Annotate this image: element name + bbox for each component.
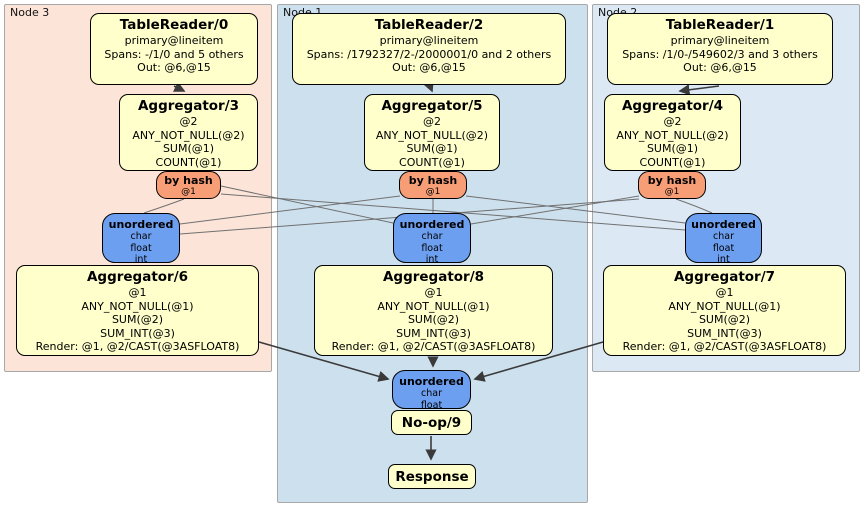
processor-detail: COUNT(@1)	[639, 155, 706, 169]
processor-title: TableReader/2	[374, 17, 484, 33]
processor-detail: @2	[179, 115, 198, 128]
processor-detail: SUM(@1)	[406, 142, 458, 155]
router-by-hash-node1: by hash @1	[399, 171, 467, 199]
router-title: by hash	[647, 174, 697, 187]
sync-title: unordered	[691, 218, 756, 231]
sync-unordered-node1: unordered char float int	[393, 213, 471, 265]
router-detail: @1	[181, 187, 196, 197]
sync-unordered-node2: unordered char float int	[685, 213, 762, 265]
processor-detail: Render: @1, @2/CAST(@3ASFLOAT8)	[35, 340, 240, 353]
processor-title: Aggregator/3	[137, 98, 240, 114]
router-detail: @1	[664, 187, 680, 197]
router-by-hash-node3: by hash @1	[156, 171, 221, 199]
processor-detail: COUNT(@1)	[155, 155, 222, 169]
response-node: Response	[388, 464, 476, 489]
processor-detail: @1	[715, 286, 734, 299]
processor-detail: Spans: -/1/0 and 5 others	[104, 47, 244, 61]
sync-type: char	[130, 231, 152, 242]
processor-detail: SUM(@1)	[162, 142, 215, 155]
processor-detail: ANY_NOT_NULL(@2)	[616, 128, 729, 142]
sync-unordered-final: unordered char float	[392, 370, 471, 411]
processor-aggregator-7: Aggregator/7 @1 ANY_NOT_NULL(@1) SUM(@2)…	[603, 265, 846, 356]
processor-detail: @2	[423, 115, 441, 128]
processor-detail: SUM_INT(@3)	[396, 326, 471, 340]
processor-detail: SUM(@2)	[407, 313, 460, 326]
router-by-hash-node2: by hash @1	[638, 171, 706, 199]
sync-title: unordered	[399, 218, 465, 231]
processor-detail: COUNT(@1)	[399, 155, 465, 169]
processor-title: TableReader/1	[665, 17, 775, 33]
sync-type: float	[420, 399, 443, 411]
router-detail: @1	[425, 187, 441, 197]
sync-type: float	[421, 242, 443, 254]
processor-title: TableReader/0	[119, 17, 229, 33]
flow-arrows	[172, 80, 720, 461]
sync-unordered-node3: unordered char float int	[102, 213, 180, 265]
processor-detail: @1	[424, 286, 443, 299]
processor-tablereader-0: TableReader/0 primary@lineitem Spans: -/…	[90, 13, 258, 85]
processor-detail: ANY_NOT_NULL(@1)	[81, 299, 194, 313]
processor-detail: @2	[663, 115, 682, 128]
processor-title: Aggregator/6	[86, 269, 189, 285]
processor-tablereader-2: TableReader/2 primary@lineitem Spans: /1…	[292, 13, 566, 85]
processor-detail: SUM(@2)	[111, 313, 164, 326]
processor-aggregator-5: Aggregator/5 @2 ANY_NOT_NULL(@2) SUM(@1)…	[364, 94, 500, 171]
processor-detail: ANY_NOT_NULL(@1)	[668, 299, 781, 313]
router-title: by hash	[164, 174, 213, 187]
processor-detail: SUM(@2)	[698, 313, 751, 326]
sync-type: int	[717, 254, 730, 265]
processor-detail: @1	[128, 286, 147, 299]
processor-detail: ANY_NOT_NULL(@2)	[375, 128, 489, 142]
processor-detail: Spans: /1792327/2-/2000001/0 and 2 other…	[306, 47, 552, 61]
processor-detail: Render: @1, @2/CAST(@3ASFLOAT8)	[622, 340, 827, 353]
processor-title: Aggregator/7	[673, 269, 776, 285]
processor-detail: primary@lineitem	[124, 34, 224, 47]
sync-title: unordered	[399, 375, 464, 388]
processor-aggregator-8: Aggregator/8 @1 ANY_NOT_NULL(@1) SUM(@2)…	[314, 265, 553, 356]
processor-detail: Out: @6,@15	[392, 61, 466, 74]
processor-detail: primary@lineitem	[379, 34, 479, 47]
processor-title: Aggregator/4	[621, 98, 724, 114]
processor-detail: Spans: /1/0-/549602/3 and 3 others	[622, 47, 818, 61]
processor-title: Aggregator/5	[381, 98, 483, 114]
processor-detail: Out: @6,@15	[137, 61, 211, 74]
sync-type: float	[130, 242, 152, 254]
processor-detail: ANY_NOT_NULL(@2)	[132, 128, 245, 142]
processor-tablereader-1: TableReader/1 primary@lineitem Spans: /1…	[607, 13, 833, 85]
region-label-node-3: Node 3	[10, 6, 50, 19]
processor-title: Aggregator/8	[382, 269, 485, 285]
processor-aggregator-3: Aggregator/3 @2 ANY_NOT_NULL(@2) SUM(@1)…	[119, 94, 258, 171]
processor-detail: SUM_INT(@3)	[687, 326, 762, 340]
processor-noop-9: No-op/9	[391, 410, 472, 435]
sync-type: char	[713, 231, 734, 242]
router-title: by hash	[408, 174, 458, 187]
sync-type: char	[421, 388, 442, 399]
sync-type: char	[421, 231, 443, 242]
processor-title: Response	[395, 468, 469, 485]
sync-type: float	[712, 242, 735, 254]
processor-detail: Render: @1, @2/CAST(@3ASFLOAT8)	[331, 340, 536, 353]
processor-detail: SUM_INT(@3)	[100, 326, 175, 340]
processor-detail: SUM(@1)	[646, 142, 699, 155]
sync-type: int	[134, 254, 148, 265]
processor-aggregator-4: Aggregator/4 @2 ANY_NOT_NULL(@2) SUM(@1)…	[604, 94, 741, 171]
processor-detail: primary@lineitem	[670, 34, 770, 47]
processor-aggregator-6: Aggregator/6 @1 ANY_NOT_NULL(@1) SUM(@2)…	[16, 265, 259, 356]
sync-title: unordered	[108, 218, 174, 231]
processor-detail: ANY_NOT_NULL(@1)	[377, 299, 490, 313]
sync-type: int	[425, 254, 439, 265]
processor-title: No-op/9	[401, 414, 462, 431]
processor-detail: Out: @6,@15	[683, 61, 757, 74]
